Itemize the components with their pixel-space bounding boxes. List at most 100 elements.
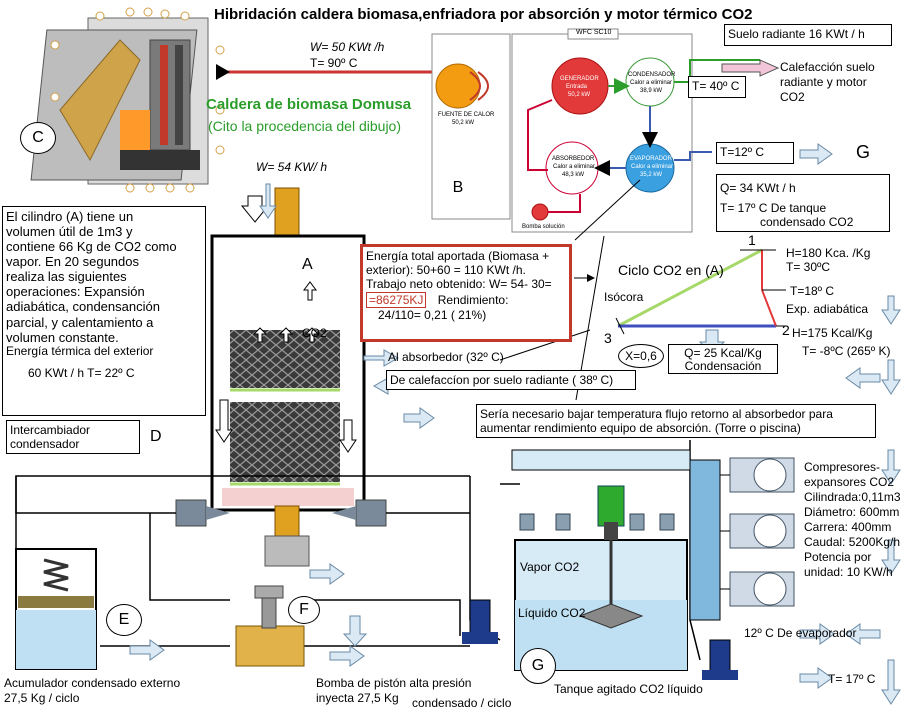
condensador-value: 38,9 kW [640, 88, 663, 94]
condensador-calor: Calor a eliminar [630, 80, 673, 86]
t17-tank-2: condensado CO2 [760, 215, 854, 230]
cylinder-a [210, 187, 366, 567]
label-e: E [106, 604, 142, 636]
evaporador-value: 35,2 kW [640, 172, 663, 178]
fuente-value: 50,2 kW [452, 120, 475, 126]
condensador-label: CONDENSADOR [628, 72, 676, 78]
intercambiador-box: Intercambiador condensador [6, 420, 140, 454]
calefaccion-1: Calefacción suelo [780, 60, 875, 74]
biomass-boiler [30, 7, 225, 193]
w54-label: W= 54 KW/ h [256, 160, 328, 174]
energy-box: Energía total aportada (Biomasa + exteri… [360, 244, 572, 342]
retorno-note: Sería necesario bajar temperatura flujo … [476, 404, 876, 438]
cycle-t18: T=18º C [790, 284, 835, 298]
co2-cycle-diagram [615, 248, 786, 335]
retorno-line-2: aumentar rendimiento equipo de absorción… [480, 421, 801, 436]
label-g-top: G [856, 142, 871, 162]
generador-entrada: Entrada [566, 84, 588, 90]
pumps [462, 599, 738, 680]
bomba-2: inyecta 27,5 Kg [316, 691, 399, 705]
evaporador-label: EVAPORADOR [630, 156, 672, 162]
label-a: A [302, 256, 313, 273]
compresores-1: Compresores- [804, 460, 881, 474]
calefaccion-2: radiante y motor [780, 75, 867, 89]
boiler-flow-t: T= 90º C [310, 56, 358, 70]
compresores-7: Potencia por [804, 550, 872, 564]
cycle-point-3: 3 [604, 330, 612, 346]
label-f: F [288, 596, 320, 624]
co2-label: CO2 [302, 326, 327, 340]
tank-condensate-box: Q= 34 KWt / h T= 17º C De tanque condens… [716, 174, 890, 232]
cyl-line-6: operaciones: Expansión [6, 284, 145, 300]
vertical-manifold [689, 459, 721, 621]
cylinder-description: El cilindro (A) tiene un volumen útil de… [2, 206, 206, 416]
absorbedor-value: 48,3 kW [562, 172, 585, 178]
piping [15, 440, 701, 661]
outlet-arrow-icon [216, 64, 230, 80]
nozzles [519, 513, 675, 531]
kj-value: =86275KJ [366, 292, 427, 309]
cycle-t8: T= -8ºC (265º K) [802, 344, 891, 358]
energy-line-2: exterior): 50+60 = 110 KWt /h. [366, 263, 526, 278]
q34-text: Q= 34 KWt / h [720, 181, 796, 195]
retorno-line-1: Sería necesario bajar temperatura flujo … [480, 407, 833, 421]
cyl-line-4: vapor. En 20 segundos [6, 254, 139, 270]
piston-pump-f [235, 585, 305, 667]
compresores-2: expansores CO2 [804, 475, 895, 489]
evaporador-12: 12º C De evaporador [744, 626, 857, 640]
tanque-label: Tanque agitado CO2 líquido [554, 682, 703, 696]
flow-arrows [215, 195, 357, 453]
absorbedor-label: ABSORBEDOR [552, 156, 595, 162]
boiler-name: Caldera de biomasa Domusa [206, 96, 412, 113]
cyl-line-8: parcial, y calentamiento a [6, 314, 154, 330]
cycle-condensacion: Condensación [684, 359, 762, 374]
bomba-1: Bomba de pistón alta presión [316, 676, 472, 690]
cycle-q25-box: Q= 25 Kcal/Kg Condensación [668, 344, 778, 374]
label-g: G [520, 648, 556, 684]
heat-source-circle [435, 63, 481, 109]
compresores-3: Cilindrada:0,11m3 [804, 490, 901, 504]
cyl-line-9: volumen constante. [6, 329, 119, 345]
cyl-line-7: adiabática, condensanción [6, 299, 160, 315]
generador-value: 50,2 kW [568, 92, 591, 98]
intercambiador-2: condensador [10, 437, 80, 452]
boiler-flow-w: W= 50 KWt /h [310, 40, 385, 54]
heat-exchangers [175, 499, 387, 527]
liquido-label: Líquido CO2 [518, 606, 586, 620]
pump-label: Bomba solución [522, 224, 565, 230]
acumulador-2: 27,5 Kg / ciclo [4, 691, 80, 705]
acumulador-1: Acumulador condensado externo [4, 676, 181, 690]
absorption-chiller [431, 28, 760, 233]
generador-label: GENERADOR [560, 76, 599, 82]
flow-arrow-icon [721, 59, 780, 77]
cyl-line-1: El cilindro (A) tiene un [6, 209, 134, 224]
cyl-line-3: contiene 66 Kg de CO2 como [6, 239, 177, 255]
kwt60: 60 KWt / h T= 22º C [28, 365, 135, 380]
calefaccion-suelo-box: De calefaccíon por suelo radiante ( 38º … [386, 370, 636, 390]
energy-line-1: Energía total aportada (Biomasa + [366, 249, 550, 263]
boiler-note: (Cito la procedencia del dibujo) [208, 118, 401, 134]
vapor-label: Vapor CO2 [520, 560, 580, 574]
al-absorbedor: Al absorbedor (32º C) [388, 350, 504, 364]
t12-box: T=12º C [716, 142, 794, 164]
energia-exterior: Energía térmica del exterior [6, 343, 154, 358]
absorbedor-calor: Calor a eliminar [553, 164, 596, 170]
compresores-8: unidad: 10 KW/h [804, 565, 893, 579]
fuente-label: FUENTE DE CALOR [438, 112, 495, 118]
label-c: C [20, 122, 56, 154]
compresores-4: Diámetro: 600mm [804, 505, 900, 519]
manifold [511, 449, 691, 471]
label-d: D [150, 428, 162, 445]
calefaccion-3: CO2 [780, 90, 805, 104]
ratio-text: 24/110= 0,21 ( 21%) [378, 307, 487, 322]
cycle-t30: T= 30ºC [786, 260, 831, 274]
compresores-5: Carrera: 400mm [804, 520, 892, 534]
condensado-ciclo: condensado / ciclo [412, 696, 512, 710]
t17-label: T= 17º C [828, 672, 876, 686]
cycle-h1: H=180 Kca. /Kg [786, 246, 871, 260]
label-b: B [452, 179, 464, 196]
evaporador-calor: Calor a eliminar [631, 164, 674, 170]
cyl-line-5: realiza las siguientes [6, 269, 127, 285]
t40-box: T= 40º C [688, 76, 746, 98]
